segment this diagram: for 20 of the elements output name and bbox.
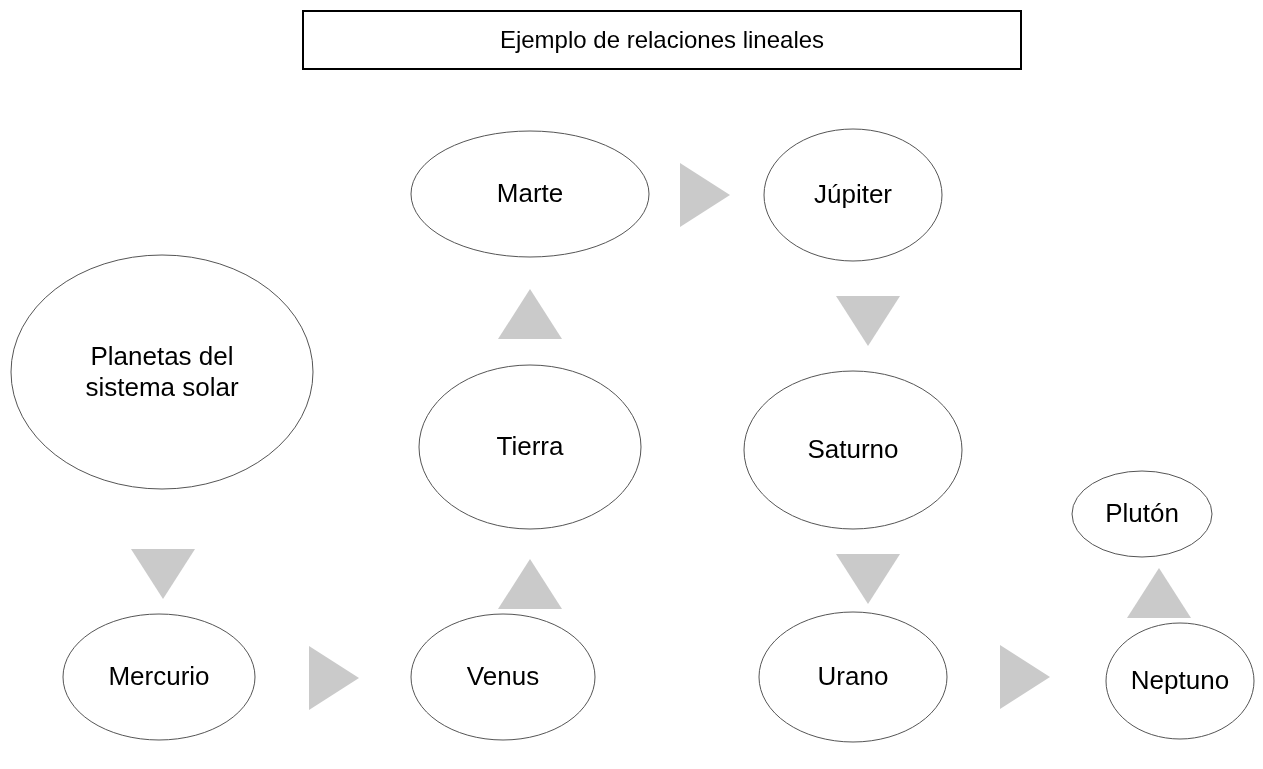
- node-label: Júpiter: [813, 179, 892, 211]
- node-label: Tierra: [496, 431, 564, 463]
- arrow: [836, 554, 900, 604]
- arrow: [498, 289, 562, 339]
- node-label: Marte: [496, 178, 564, 210]
- arrow: [1000, 645, 1050, 709]
- node-label: Urano: [817, 661, 889, 693]
- arrow: [1127, 568, 1191, 618]
- arrow: [498, 559, 562, 609]
- node-label: Planetas del sistema solar: [84, 340, 240, 404]
- arrow: [131, 549, 195, 599]
- node-label: Neptuno: [1130, 665, 1230, 697]
- title-box: Ejemplo de relaciones lineales: [302, 10, 1022, 70]
- node-label: Plutón: [1105, 498, 1179, 530]
- arrow: [680, 163, 730, 227]
- node-label: Venus: [466, 661, 540, 693]
- arrow: [309, 646, 359, 710]
- node-label: Saturno: [807, 434, 899, 466]
- arrow: [836, 296, 900, 346]
- node-label: Mercurio: [108, 661, 210, 693]
